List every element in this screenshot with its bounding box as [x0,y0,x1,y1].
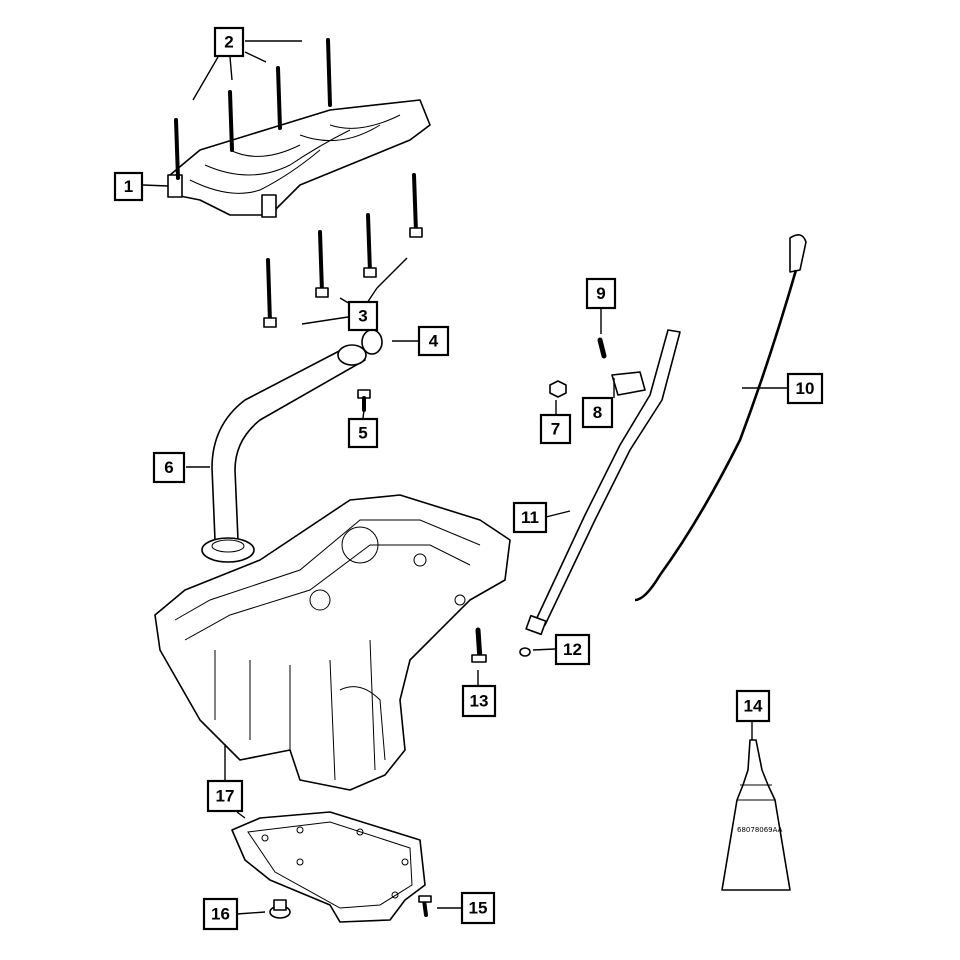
callout-5: 5 [347,417,379,449]
callout-5-label: 5 [358,424,367,443]
callout-13: 13 [461,684,497,718]
callout-14-label: 14 [744,697,763,716]
callout-7-label: 7 [551,420,560,439]
callout-16-label: 16 [211,905,230,924]
callout-2: 2 [213,26,245,58]
sealant-part-number: 68078069AA [737,826,783,834]
callout-1-label: 1 [124,177,133,196]
callout-13-label: 13 [470,692,489,711]
callout-2-label: 2 [224,33,233,52]
lower-pan-bolt-part [418,895,432,917]
callout-7: 7 [539,413,572,445]
callout-10-label: 10 [796,379,815,398]
dipstick-tube-part [525,329,681,636]
callout-3-label: 3 [358,307,367,326]
callout-16: 16 [202,897,239,931]
callout-6-label: 6 [164,458,173,477]
callout-17-label: 17 [216,787,235,806]
callout-17: 17 [206,779,244,813]
callout-1: 1 [113,171,144,202]
callout-8-label: 8 [593,403,602,422]
callout-12-label: 12 [563,640,582,659]
oil-pan-bolt-part [471,627,487,663]
small-o-ring-part [519,647,531,657]
callout-8: 8 [581,396,614,429]
callout-15-label: 15 [469,899,488,918]
callout-3: 3 [347,300,379,332]
dipstick-part [634,234,807,602]
tray-studs-part [174,38,332,180]
upper-oil-pan-part [154,494,511,791]
stud-part [597,337,607,359]
drain-plug-part [269,899,291,919]
callout-10: 10 [786,372,824,405]
callout-11-label: 11 [521,508,539,527]
oil-pan-bolts-part [263,173,423,328]
callout-11: 11 [512,501,548,534]
lower-oil-pan-part [231,811,426,923]
callout-4-label: 4 [429,332,439,351]
sealant-tube-part: 68078069AA [721,739,791,891]
callout-6: 6 [152,451,186,484]
pickup-tube-bolt-part [357,389,371,412]
callout-4: 4 [417,325,450,357]
windage-tray-part [167,99,431,218]
callout-9-label: 9 [596,284,605,303]
oil-pickup-tube-part [201,344,367,563]
callout-15: 15 [460,891,496,925]
callout-9: 9 [585,277,617,310]
callout-12: 12 [554,633,591,666]
nut-part [549,380,567,398]
callout-14: 14 [735,689,771,723]
